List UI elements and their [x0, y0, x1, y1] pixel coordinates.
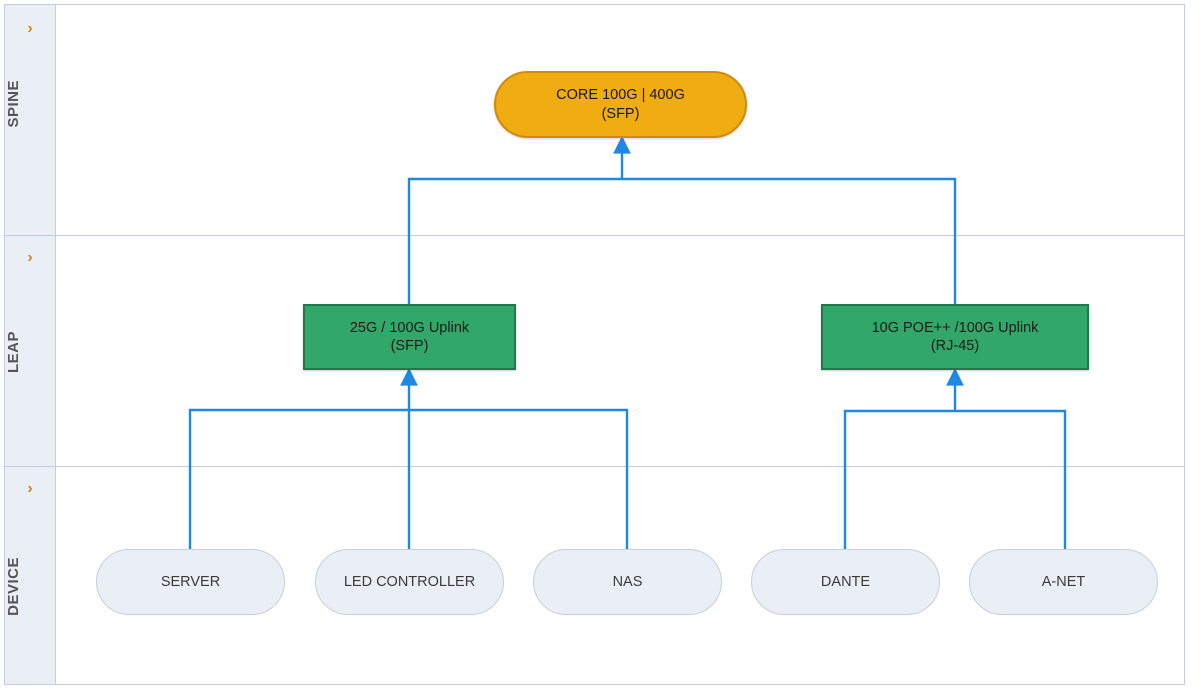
lane-header-device[interactable]: › DEVICE: [4, 466, 56, 685]
chevron-right-icon[interactable]: ›: [27, 249, 33, 266]
edge-leap-right-to-core: [622, 177, 957, 304]
node-device-a-net-label: A-NET: [1041, 573, 1086, 590]
edge-anet-to-leap-right: [955, 409, 1067, 556]
node-device-a-net[interactable]: A-NET: [969, 549, 1158, 615]
edge-dante-to-leap-right: [843, 409, 955, 556]
node-core-label: CORE 100G | 400G (SFP): [556, 87, 685, 122]
node-leap-right-label: 10G POE++ /100G Uplink (RJ-45): [871, 319, 1039, 354]
node-device-led-controller[interactable]: LED CONTROLLER: [315, 549, 504, 615]
chevron-right-icon[interactable]: ›: [27, 480, 33, 497]
lane-header-spine[interactable]: › SPINE: [4, 4, 56, 236]
node-device-dante-label: DANTE: [820, 573, 871, 590]
edge-nas-to-leap-left: [409, 408, 629, 556]
edge-leap-left-to-core: [407, 177, 622, 304]
edge-server-to-leap-left: [188, 408, 409, 556]
node-core[interactable]: CORE 100G | 400G (SFP): [494, 71, 747, 138]
node-device-dante[interactable]: DANTE: [751, 549, 940, 615]
node-device-nas-label: NAS: [612, 573, 643, 590]
node-leap-left-label: 25G / 100G Uplink (SFP): [349, 319, 470, 354]
node-device-led-controller-label: LED CONTROLLER: [343, 573, 476, 590]
node-device-server-label: SERVER: [160, 573, 221, 590]
node-device-nas[interactable]: NAS: [533, 549, 722, 615]
chevron-right-icon[interactable]: ›: [27, 20, 33, 37]
node-leap-left[interactable]: 25G / 100G Uplink (SFP): [303, 304, 516, 370]
lane-header-leap[interactable]: › LEAP: [4, 235, 56, 467]
node-leap-right[interactable]: 10G POE++ /100G Uplink (RJ-45): [821, 304, 1089, 370]
node-device-server[interactable]: SERVER: [96, 549, 285, 615]
